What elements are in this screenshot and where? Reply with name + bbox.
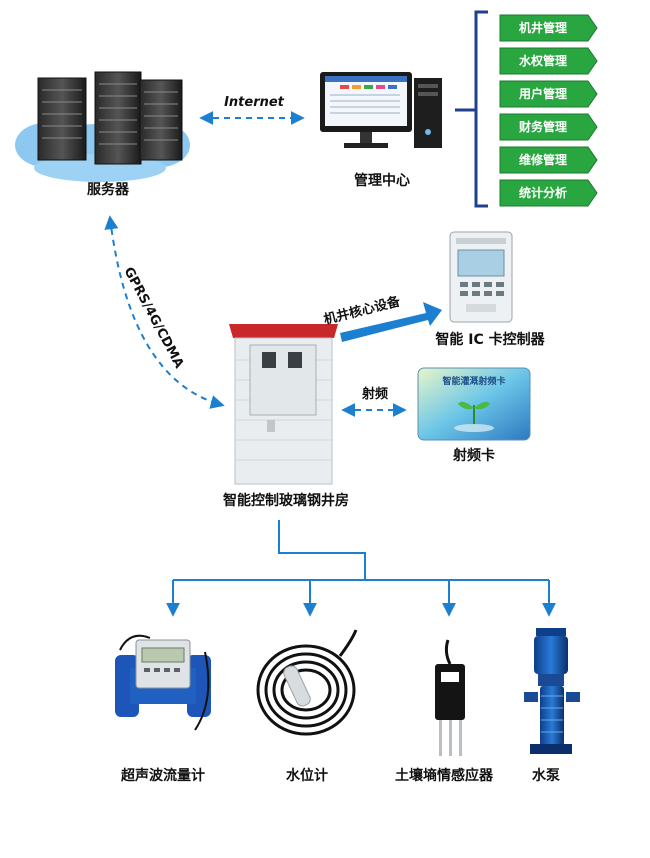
svg-text:机井管理: 机井管理 xyxy=(519,20,567,35)
well-house-label: 智能控制玻璃钢井房 xyxy=(222,492,349,509)
menu-item-statistics[interactable]: 统计分析 xyxy=(499,179,598,207)
rf-label: 射频 xyxy=(361,386,388,402)
pump-label: 水泵 xyxy=(532,767,560,784)
monitor-icon xyxy=(320,72,412,148)
menu-item-maintenance[interactable]: 维修管理 xyxy=(499,146,598,174)
management-center-label: 管理中心 xyxy=(354,172,410,189)
pc-tower-icon xyxy=(414,78,442,148)
ic-controller-icon xyxy=(449,231,513,323)
server-label: 服务器 xyxy=(87,181,130,198)
server-rack-icon xyxy=(37,71,183,165)
svg-text:统计分析: 统计分析 xyxy=(519,185,567,200)
svg-text:维修管理: 维修管理 xyxy=(519,152,567,167)
menu-item-water-rights[interactable]: 水权管理 xyxy=(499,47,598,75)
internet-label: Internet xyxy=(224,95,285,110)
menu-item-finance[interactable]: 财务管理 xyxy=(499,113,598,141)
soil-sensor-label: 土壤墒情感应器 xyxy=(395,767,494,784)
core-device-arrow: 机井核心设备 xyxy=(322,293,442,342)
management-center-node: 管理中心 xyxy=(320,72,442,189)
flowmeter-icon xyxy=(115,634,211,731)
rf-card-node: 智能灌溉射频卡 射频卡 xyxy=(417,367,531,464)
rf-card-label: 射频卡 xyxy=(452,447,495,464)
flowmeter-label: 超声波流量计 xyxy=(120,767,205,784)
svg-text:用户管理: 用户管理 xyxy=(518,86,567,101)
water-level-label: 水位计 xyxy=(286,767,328,784)
menu-list: 机井管理 水权管理 用户管理 财务管理 维修管理 统计分析 xyxy=(499,14,598,207)
pump-icon xyxy=(524,628,580,754)
server-node: 服务器 xyxy=(15,71,190,198)
menu-item-user-management[interactable]: 用户管理 xyxy=(499,80,598,108)
gprs-link xyxy=(104,215,225,409)
svg-text:水权管理: 水权管理 xyxy=(519,53,567,68)
rf-card-icon: 智能灌溉射频卡 xyxy=(417,367,531,441)
flowmeter-node: 超声波流量计 xyxy=(115,634,211,784)
water-level-node: 水位计 xyxy=(256,629,358,784)
soil-sensor-icon xyxy=(435,639,465,756)
svg-text:财务管理: 财务管理 xyxy=(518,119,567,134)
ic-controller-node: 智能 IC 卡控制器 xyxy=(434,231,546,348)
pump-node: 水泵 xyxy=(524,628,580,784)
ic-controller-label: 智能 IC 卡控制器 xyxy=(434,331,545,348)
rf-card-face-title: 智能灌溉射频卡 xyxy=(442,375,505,387)
menu-item-well-management[interactable]: 机井管理 xyxy=(499,14,598,42)
soil-sensor-node: 土壤墒情感应器 xyxy=(395,639,494,784)
water-level-sensor-icon xyxy=(256,629,358,736)
well-house-icon xyxy=(229,324,338,485)
well-house-node: 智能控制玻璃钢井房 xyxy=(222,324,349,509)
distribution-tree xyxy=(166,520,556,617)
menu-bracket xyxy=(455,10,488,208)
probe-icon xyxy=(283,665,311,707)
